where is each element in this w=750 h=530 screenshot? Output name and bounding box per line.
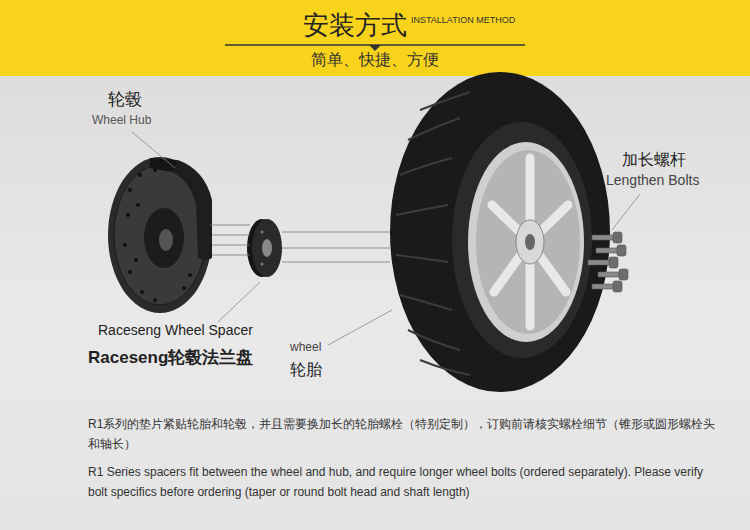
header-subtitle-en: INSTALLATION METHOD xyxy=(411,15,515,25)
part-name-en: Lengthen Bolts xyxy=(606,172,699,188)
header-subtitle: 简单、快捷、方便 xyxy=(311,50,439,71)
part-name: 加长螺杆 xyxy=(622,150,686,171)
header-notch xyxy=(369,45,381,51)
leader-lines xyxy=(132,132,640,345)
part-name-en: Raceseng Wheel Spacer xyxy=(98,322,253,338)
wheel-hub xyxy=(108,157,212,313)
lengthen-bolts xyxy=(588,232,628,292)
part-name: Raceseng轮毂法兰盘 xyxy=(88,346,253,369)
part-name: 轮毂 xyxy=(108,88,142,111)
tire xyxy=(390,72,610,392)
part-name-en: wheel xyxy=(290,340,321,354)
title: 安装方式 xyxy=(303,8,407,43)
header-band xyxy=(0,0,750,76)
note: R1系列的垫片紧贴轮胎和轮毂，并且需要换加长的轮胎螺栓（特别定制），订购前请核实… xyxy=(88,414,718,454)
part-name-en: Wheel Hub xyxy=(92,113,151,127)
wheel-spacer xyxy=(247,219,282,277)
part-name: 轮胎 xyxy=(290,360,322,381)
alignment-lines xyxy=(210,225,390,262)
note: R1 Series spacers fit between the wheel … xyxy=(88,462,718,502)
